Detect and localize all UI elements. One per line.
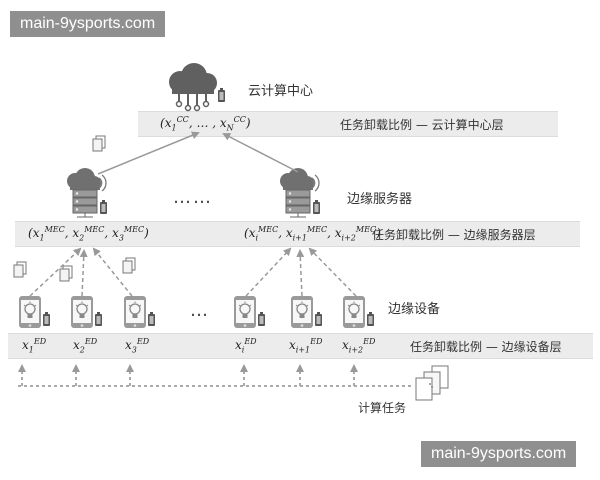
phone-icon (123, 295, 147, 329)
edge-ellipsis: …… (173, 187, 213, 208)
device-offload-var: x3ED (125, 337, 150, 355)
upload-arrow (97, 131, 200, 175)
edge-layer-label: 任务卸载比例 — 边缘服务器层 (372, 228, 536, 242)
offload-arrow (245, 247, 292, 297)
device-offload-var: xiED (235, 337, 257, 355)
cloud-icon (169, 63, 217, 112)
phone-icon (70, 295, 94, 329)
offload-arrow (79, 249, 88, 297)
battery-icon (43, 312, 50, 326)
task-dispatch-path (18, 364, 412, 387)
cloud-center-label: 云计算中心 (248, 84, 314, 99)
device-offload-var: xi+1ED (289, 337, 323, 355)
battery-icon (95, 312, 102, 326)
cloud-layer-band (138, 111, 558, 137)
offload-arrow (308, 247, 357, 297)
task-document-icon (13, 261, 27, 278)
phone-icon (233, 295, 257, 329)
edge-offload-vector-left: (x1MEC, x2MEC, x3MEC) (28, 225, 149, 243)
battery-icon (367, 312, 374, 326)
battery-icon (100, 200, 107, 214)
device-layer-label: 任务卸载比例 — 边缘设备层 (410, 340, 562, 354)
device-offload-var: xi+2ED (342, 337, 376, 355)
phone-icon (342, 295, 366, 329)
device-offload-var: x1ED (22, 337, 47, 355)
battery-icon (148, 312, 155, 326)
computing-task-label: 计算任务 (358, 401, 407, 415)
edge-offload-vector-right: (xiMEC, xi+1MEC, xi+2MEC) (244, 225, 381, 243)
task-document-icon (122, 257, 136, 274)
phone-icon (18, 295, 42, 329)
battery-icon (218, 88, 225, 102)
offload-arrow (29, 247, 82, 297)
cloud-offload-vector: (x1CC, … , xNCC) (160, 115, 251, 133)
edge-layer-band (15, 221, 580, 247)
device-ellipsis: … (190, 300, 210, 321)
edge-device-label: 边缘设备 (388, 302, 441, 317)
offload-arrow (92, 247, 133, 297)
task-document-icon (59, 265, 73, 282)
offload-arrow (296, 249, 305, 297)
upload-arrow (222, 133, 299, 173)
watermark-bottom: main-9ysports.com (421, 441, 577, 467)
cloud-layer-label: 任务卸载比例 — 云计算中心层 (340, 118, 504, 132)
battery-icon (258, 312, 265, 326)
watermark-top: main-9ysports.com (10, 11, 166, 37)
battery-icon (315, 312, 322, 326)
device-offload-var: x2ED (73, 337, 98, 355)
edge-server-label: 边缘服务器 (347, 192, 413, 207)
task-documents-icon (415, 365, 449, 401)
battery-icon (313, 200, 320, 214)
device-layer-band (8, 333, 593, 359)
phone-icon (290, 295, 314, 329)
task-document-icon (92, 135, 106, 152)
